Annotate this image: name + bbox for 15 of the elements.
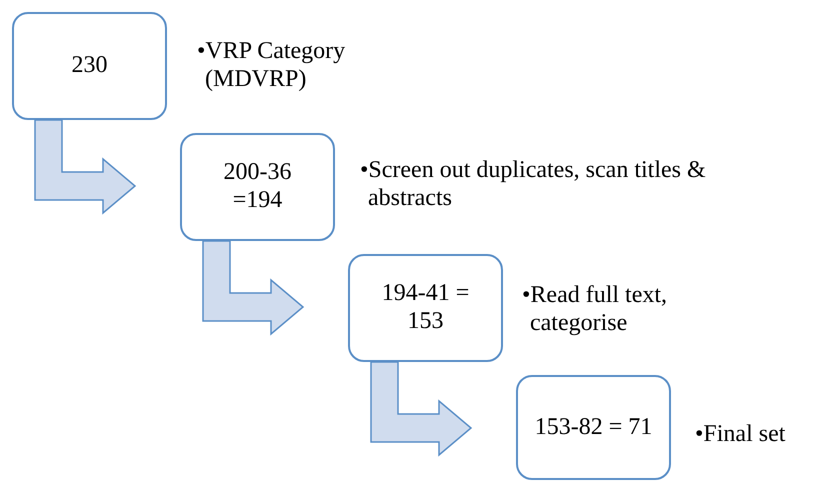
bent-arrow — [34, 119, 136, 215]
count-text: 153-82 = 71 — [534, 414, 652, 442]
count-box — [516, 375, 671, 480]
step-description: •VRP Category (MDVRP) — [197, 38, 346, 94]
count-text: 194-41 = 153 — [380, 280, 470, 336]
bent-arrow — [370, 361, 472, 457]
count-box — [12, 12, 167, 120]
count-text: 230 — [72, 52, 108, 80]
step-description: •Read full text, categorise — [522, 282, 668, 338]
step-description: •Screen out duplicates, scan titles & abstracts — [360, 157, 707, 212]
count-box — [180, 133, 335, 241]
count-text: 200-36 =194 — [222, 159, 292, 215]
count-box — [348, 254, 503, 362]
bent-arrow — [202, 240, 304, 336]
step-description: •Final set — [695, 421, 786, 449]
